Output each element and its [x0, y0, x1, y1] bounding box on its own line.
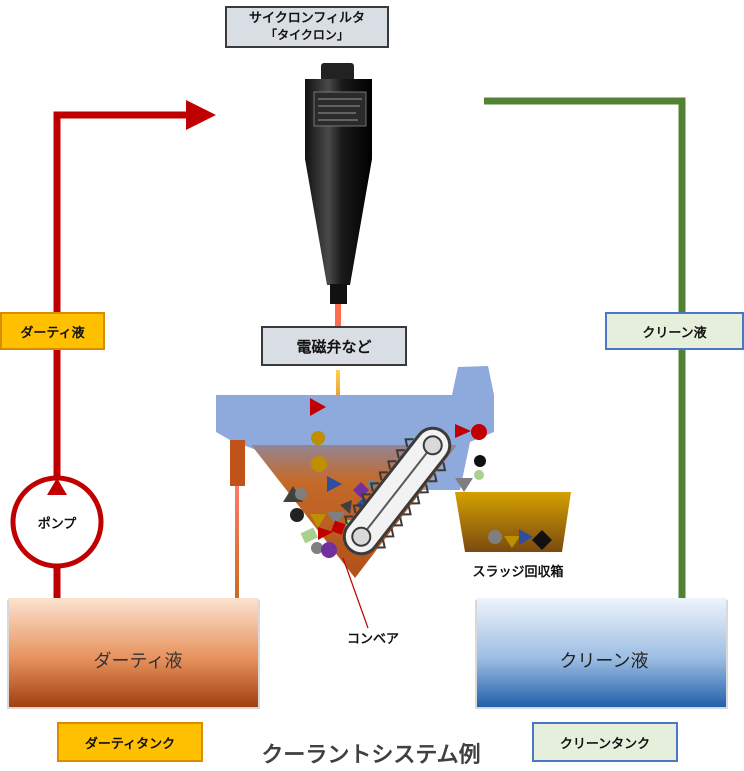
dirty-tank-contents-label: ダーティ液: [93, 651, 183, 672]
sludge-box-label: スラッジ回収箱: [472, 564, 564, 580]
cyclone-outlet-stream: [335, 304, 341, 326]
cyclone-filter-label: サイクロンフィルタ 「タイクロン」: [225, 6, 389, 48]
dirty-flow-label: ダーティ液: [0, 312, 105, 350]
clean-tank-name: クリーンタンク: [532, 722, 678, 762]
pump-label: ポンプ: [37, 516, 77, 532]
diagram-caption: クーラントシステム例: [261, 743, 481, 768]
conveyor: [342, 426, 452, 556]
clean-flow-label: クリーン液: [605, 312, 744, 350]
clean-tank-contents-label: クリーン液: [559, 651, 649, 672]
cyclone-filter-title: サイクロンフィルタ: [248, 11, 366, 26]
sludge-box: [455, 492, 571, 552]
dirty-tank-name: ダーティタンク: [57, 722, 203, 762]
conveyor-label: コンベア: [346, 631, 399, 647]
cyclone-filter-subtitle: 「タイクロン」: [265, 28, 349, 42]
clean-tank: [475, 598, 728, 709]
dirty-tank: [7, 598, 260, 709]
overflow-outlet: [230, 440, 245, 486]
conveyor-leader: [342, 557, 369, 629]
pump: [10, 475, 104, 569]
dirty-pipe: [53, 100, 216, 662]
cyclone-filter: [305, 63, 372, 304]
valve-label: 電磁弁など: [261, 326, 407, 366]
